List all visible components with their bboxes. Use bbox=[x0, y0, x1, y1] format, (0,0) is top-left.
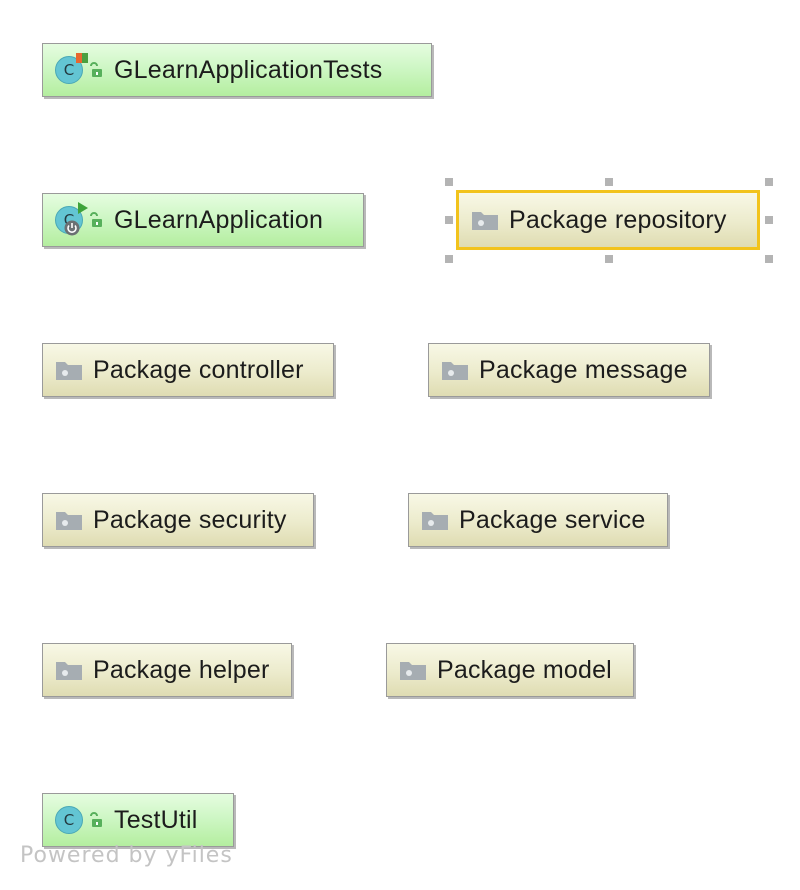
selection-handle[interactable] bbox=[605, 178, 613, 186]
selection-handle[interactable] bbox=[445, 216, 453, 224]
node-package-security[interactable]: Package security bbox=[42, 493, 314, 547]
node-package-controller[interactable]: Package controller bbox=[42, 343, 334, 397]
node-glearn-application[interactable]: C GLearnApplication bbox=[42, 193, 364, 247]
selection-handle[interactable] bbox=[445, 178, 453, 186]
selection-handle[interactable] bbox=[765, 178, 773, 186]
node-package-service[interactable]: Package service bbox=[408, 493, 668, 547]
selection-handle[interactable] bbox=[445, 255, 453, 263]
node-label: GLearnApplicationTests bbox=[114, 55, 383, 84]
selection-handle[interactable] bbox=[765, 216, 773, 224]
node-label: Package model bbox=[437, 655, 612, 684]
selection-handle[interactable] bbox=[765, 255, 773, 263]
folder-icon bbox=[56, 512, 82, 530]
class-icon: C bbox=[55, 806, 83, 834]
lock-icon bbox=[90, 812, 102, 827]
folder-icon bbox=[442, 362, 468, 380]
node-label: Package controller bbox=[93, 355, 304, 384]
lock-icon bbox=[90, 62, 102, 77]
node-label: TestUtil bbox=[114, 805, 198, 834]
test-class-icon: C bbox=[55, 53, 88, 84]
folder-icon bbox=[472, 212, 498, 230]
node-package-helper[interactable]: Package helper bbox=[42, 643, 292, 697]
node-label: Package service bbox=[459, 505, 646, 534]
spring-boot-class-icon: C bbox=[55, 202, 88, 236]
node-package-model[interactable]: Package model bbox=[386, 643, 634, 697]
node-label: Package helper bbox=[93, 655, 270, 684]
node-test-util[interactable]: C TestUtil bbox=[42, 793, 234, 847]
node-package-repository[interactable]: Package repository bbox=[456, 190, 760, 250]
node-label: Package repository bbox=[509, 205, 727, 234]
yfiles-watermark: Powered by yFiles bbox=[20, 843, 233, 868]
node-glearn-application-tests[interactable]: C GLearnApplicationTests bbox=[42, 43, 432, 97]
selection-handle[interactable] bbox=[605, 255, 613, 263]
folder-icon bbox=[422, 512, 448, 530]
folder-icon bbox=[56, 362, 82, 380]
node-label: Package security bbox=[93, 505, 287, 534]
node-package-message[interactable]: Package message bbox=[428, 343, 710, 397]
folder-icon bbox=[56, 662, 82, 680]
node-label: Package message bbox=[479, 355, 688, 384]
node-label: GLearnApplication bbox=[114, 205, 324, 234]
folder-icon bbox=[400, 662, 426, 680]
lock-icon bbox=[90, 212, 102, 227]
